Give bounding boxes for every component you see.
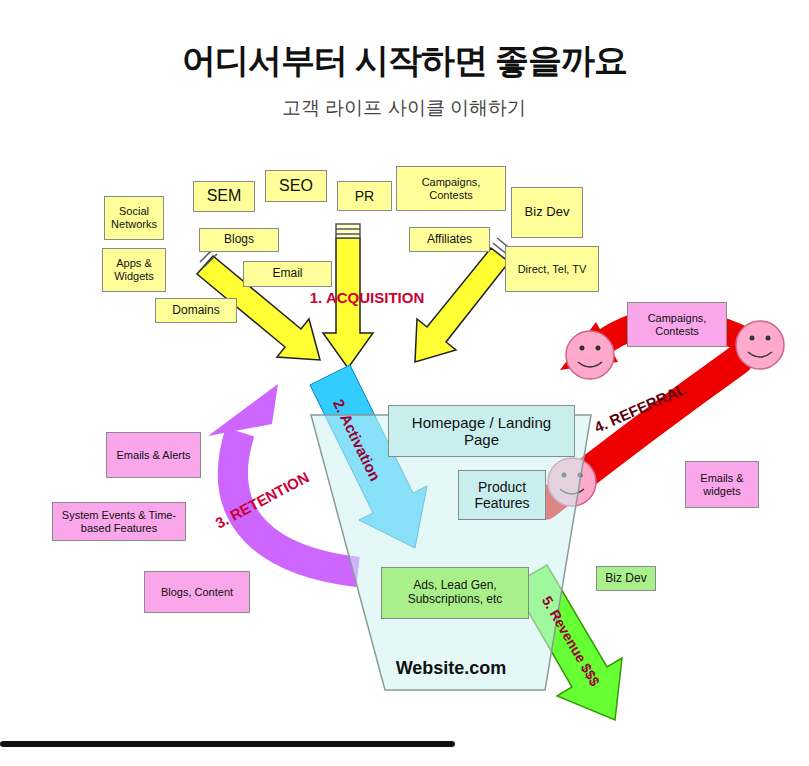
channel-box: Apps & Widgets [102, 248, 166, 292]
node-text: Affiliates [427, 233, 472, 247]
page-title: 어디서부터 시작하면 좋을까요 [0, 38, 809, 84]
node-text: Campaigns, Contests [401, 176, 501, 201]
retention-box: System Events & Time-based Features [52, 502, 186, 541]
node-text: Product Features [463, 479, 541, 511]
channel-box: Biz Dev [511, 187, 583, 238]
revenue-box: Ads, Lead Gen, Subscriptions, etc [381, 567, 529, 619]
node-text: Biz Dev [605, 572, 646, 586]
channel-box: Domains [155, 298, 237, 323]
node-text: Website.com [310, 658, 592, 679]
channel-box: Email [243, 261, 332, 287]
channel-box: SEM [193, 181, 255, 212]
retention-arrowhead [208, 384, 278, 436]
page-box: Homepage / Landing Page [388, 405, 575, 457]
channel-box: PR [337, 181, 392, 211]
referral-box: Campaigns, Contests [627, 302, 727, 347]
node-text: System Events & Time-based Features [57, 509, 181, 534]
node-text: Social Networks [109, 205, 159, 230]
node-text: SEM [207, 187, 242, 205]
node-text: Apps & Widgets [107, 257, 161, 282]
node-text: Biz Dev [525, 205, 570, 220]
node-text: Email [272, 267, 302, 281]
node-text: Emails & Alerts [117, 449, 191, 462]
referral-box: Emails & widgets [685, 461, 759, 508]
node-text: Ads, Lead Gen, Subscriptions, etc [386, 579, 524, 607]
node-text: Campaigns, Contests [632, 312, 722, 337]
channel-box: SEO [265, 170, 327, 202]
node-text: SEO [279, 177, 313, 195]
node-text: Blogs, Content [161, 586, 233, 599]
channel-box: Direct, Tel, TV [505, 246, 599, 292]
node-text: Homepage / Landing Page [393, 414, 570, 449]
channel-box: Blogs [199, 228, 279, 252]
progress-bar [0, 741, 455, 747]
channel-box: Campaigns, Contests [396, 166, 506, 211]
node-text: Domains [172, 304, 219, 318]
revenue-box: Biz Dev [596, 566, 656, 591]
acquisition-arrow [415, 248, 509, 362]
node-text: Direct, Tel, TV [518, 263, 587, 276]
smiley-face [566, 331, 614, 379]
node-text: Blogs [224, 233, 254, 247]
channel-box: Affiliates [409, 227, 490, 252]
retention-box: Emails & Alerts [106, 432, 201, 478]
node-text: PR [355, 188, 374, 204]
stage-label: 1. ACQUISITION [310, 289, 424, 306]
smiley-face [736, 321, 784, 369]
channel-box: Social Networks [104, 196, 164, 240]
retention-box: Blogs, Content [144, 571, 250, 613]
node-text: Emails & widgets [690, 472, 754, 497]
page-box: Product Features [458, 470, 546, 520]
subtitle: 고객 라이프 사이클 이해하기 [282, 95, 526, 121]
